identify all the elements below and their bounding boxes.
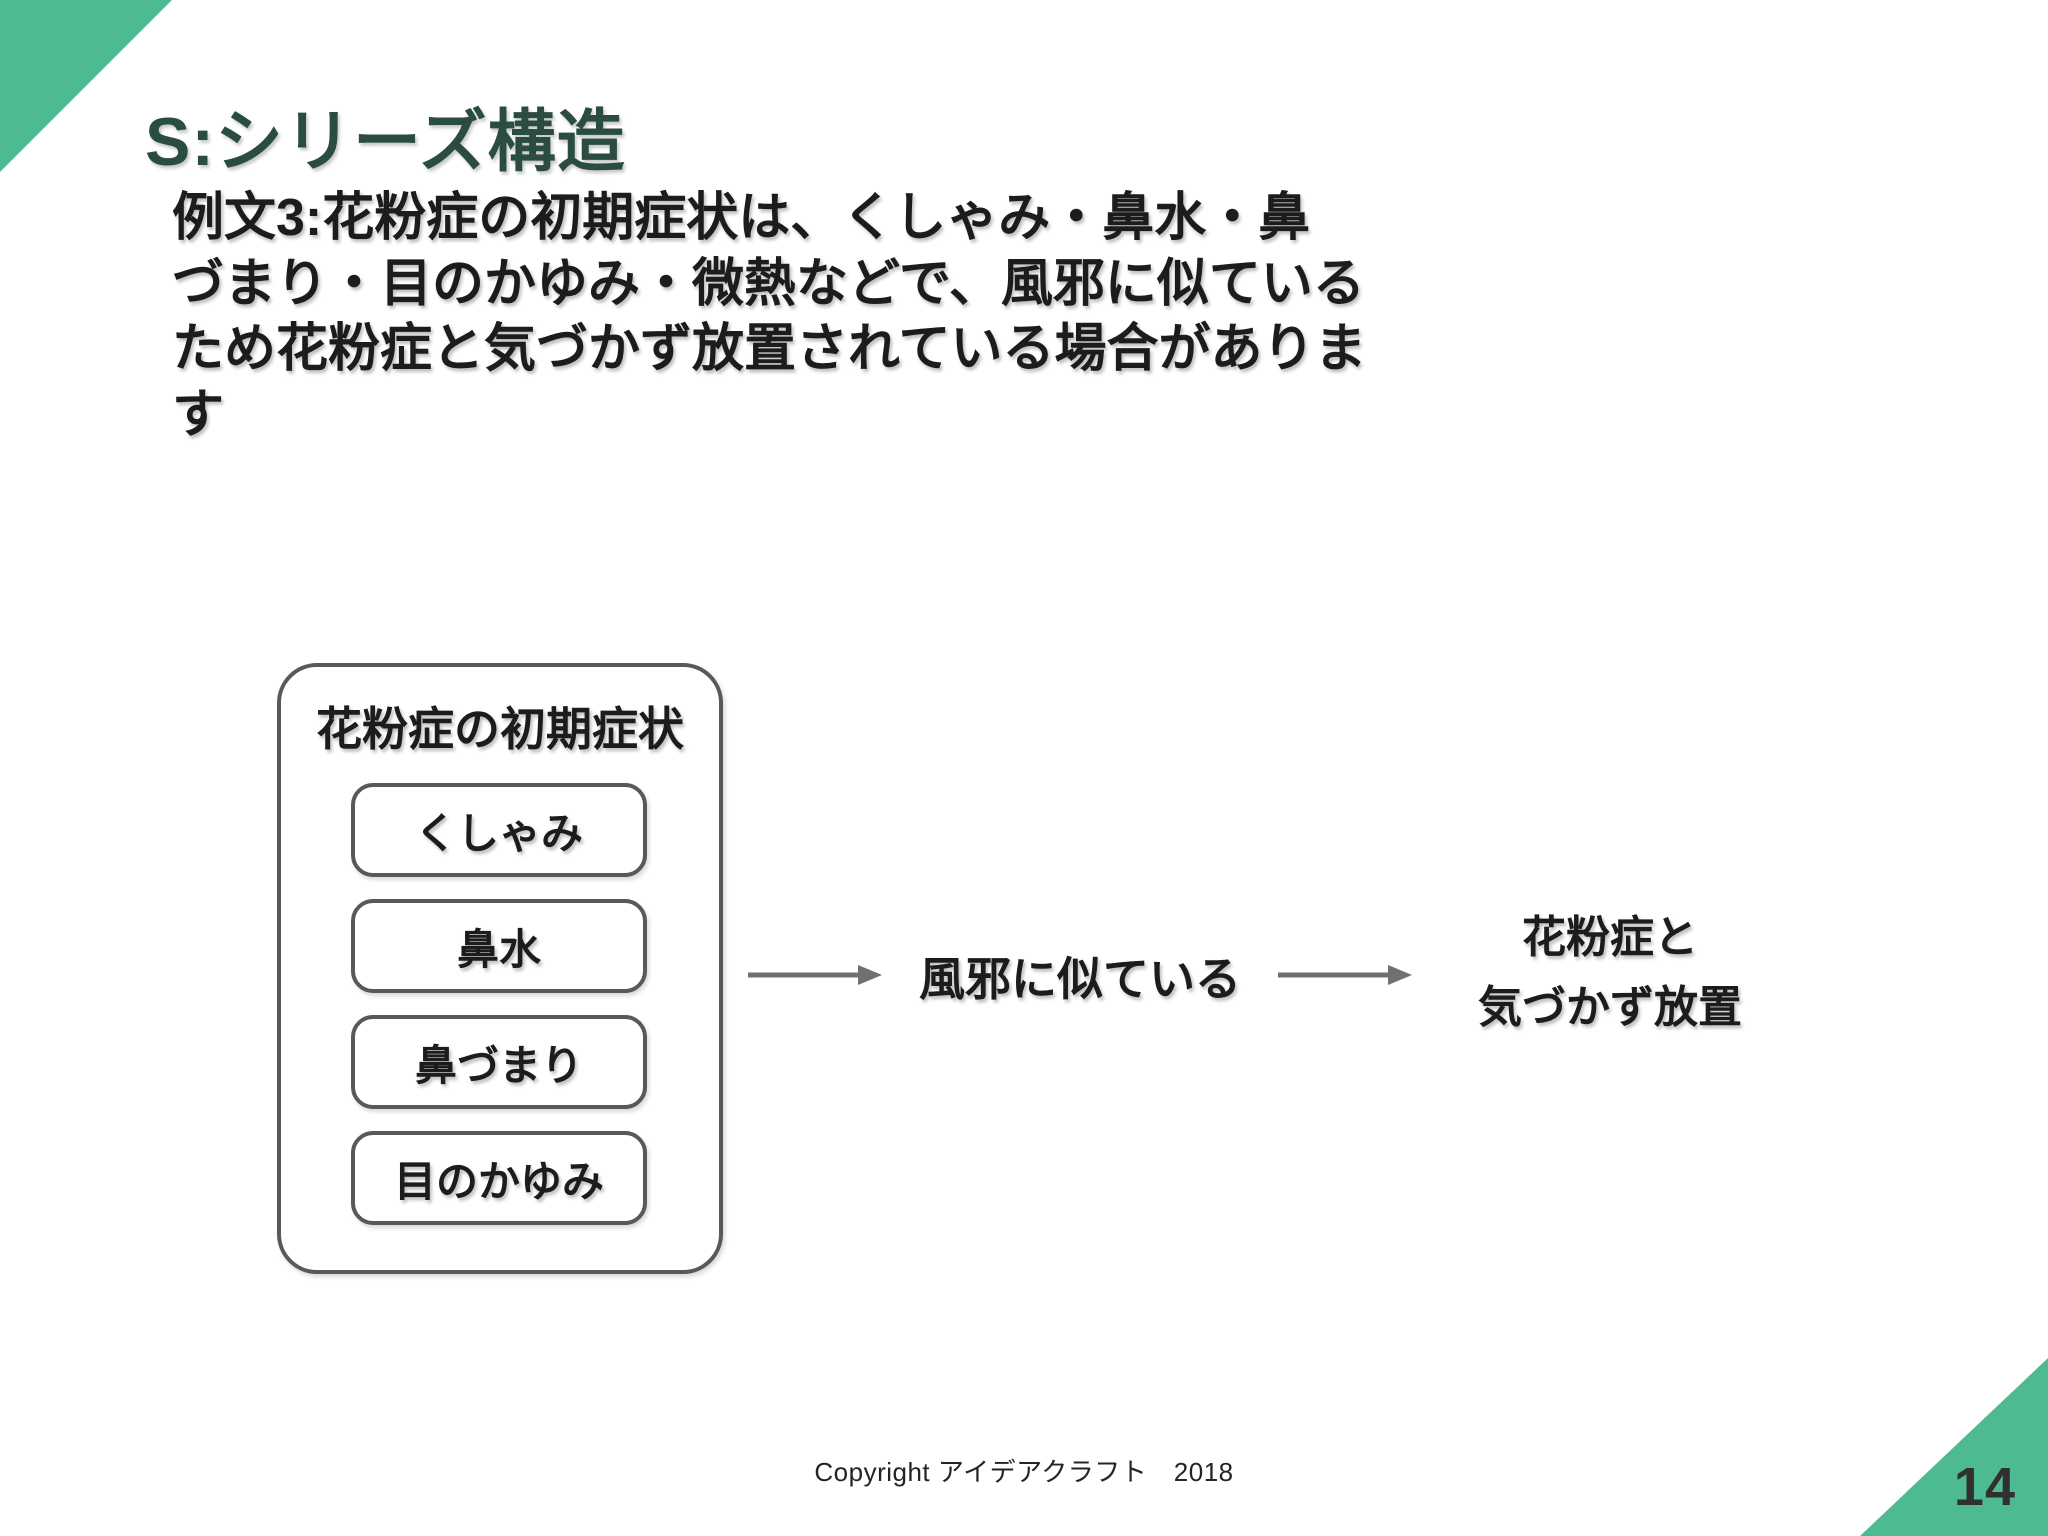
example-sentence-line: 例文3:花粉症の初期症状は、くしゃみ・鼻水・鼻 — [172, 189, 1311, 247]
example-sentence-line: づまり・目のかゆみ・微熱などで、風邪に似ている — [172, 254, 1365, 313]
result-step-label: 花粉症と 気づかず放置 — [1424, 903, 1796, 1042]
symptom-group-label: 花粉症の初期症状 — [316, 703, 684, 755]
symptom-box-itchy-eyes: 目のかゆみ — [351, 1131, 647, 1225]
arrow-right-icon — [748, 965, 882, 985]
example-sentence-line: ため花粉症と気づかず放置されている場合がありま — [172, 320, 1367, 379]
symptom-box-sneeze: くしゃみ — [351, 783, 647, 877]
symptom-box-stuffy-nose: 鼻づまり — [351, 1015, 647, 1109]
result-step-line: 気づかず放置 — [1478, 982, 1742, 1032]
slide-title: S:シリーズ構造 — [145, 103, 626, 180]
symptom-group-box: 花粉症の初期症状 くしゃみ 鼻水 鼻づまり 目のかゆみ — [277, 663, 723, 1274]
middle-step-label: 風邪に似ている — [919, 953, 1241, 1005]
example-sentence: 例文3:花粉症の初期症状は、くしゃみ・鼻水・鼻 づまり・目のかゆみ・微熱などで、… — [172, 186, 1452, 448]
result-step-line: 花粉症と — [1522, 913, 1698, 962]
page-number: 14 — [1953, 1457, 2016, 1517]
example-sentence-line: す — [172, 385, 225, 444]
arrow-right-icon — [1278, 965, 1412, 985]
copyright-footer: Copyright アイデアクラフト 2018 — [814, 1457, 1234, 1487]
symptom-box-runny-nose: 鼻水 — [351, 899, 647, 993]
